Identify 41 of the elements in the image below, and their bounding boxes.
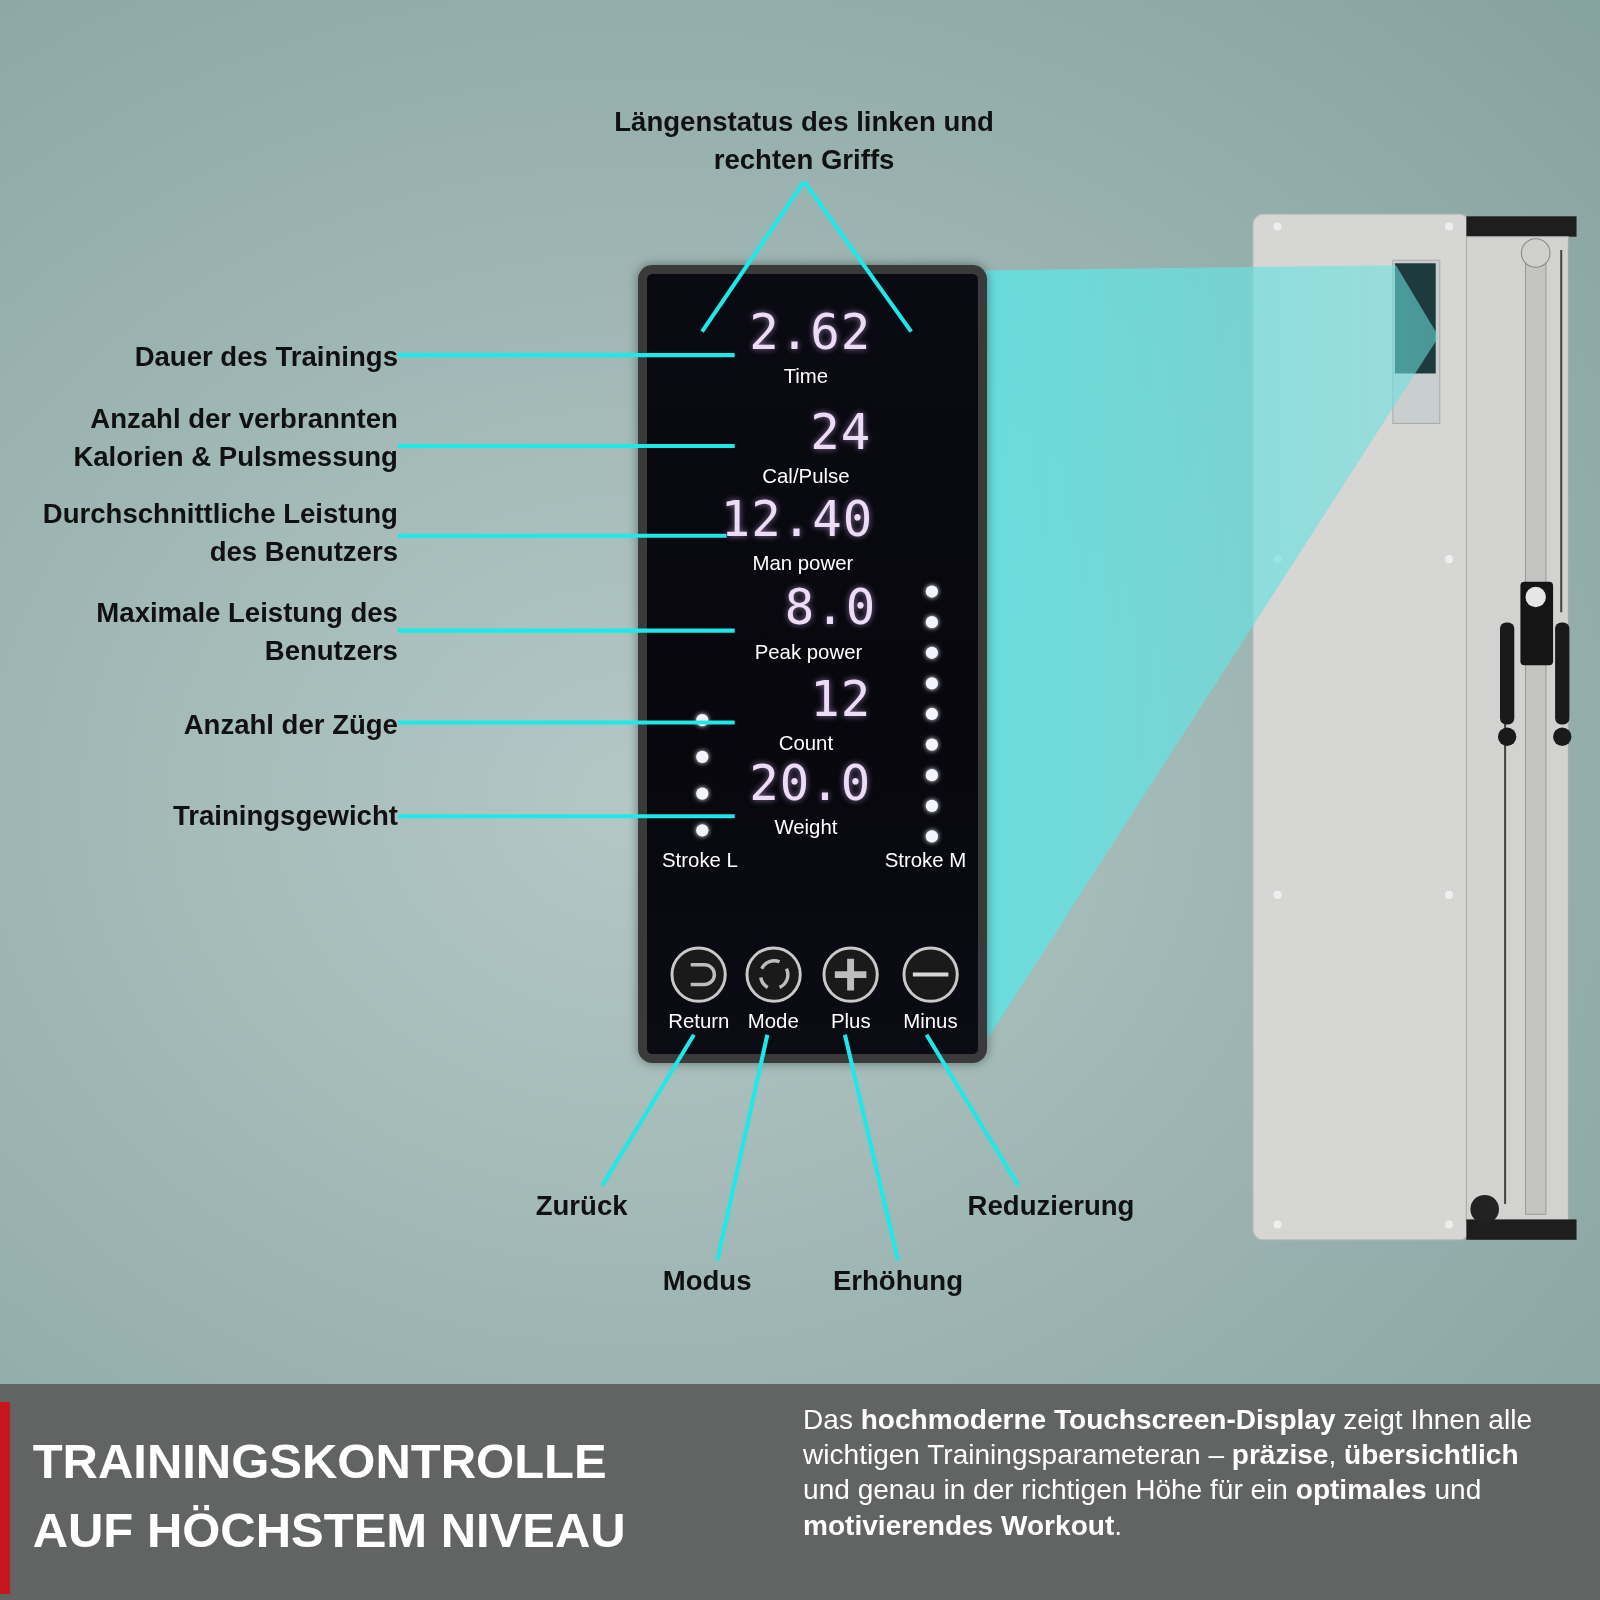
digit-readout: 24 (810, 405, 873, 459)
leader-line (397, 628, 735, 633)
readout-label: Man power (752, 550, 854, 576)
callout-label: Längenstatus des linken und rechten Griffs (610, 100, 998, 182)
callout-label: Zurück (510, 1185, 654, 1227)
button-label: Return (668, 1008, 730, 1034)
button-label: Minus (903, 1008, 958, 1034)
callout-label: Dauer des Trainings (40, 336, 398, 378)
digit-readout: 12 (810, 673, 873, 727)
leader-line (397, 353, 735, 358)
callout-label: Anzahl der verbrannten Kalorien & Pulsmessung (8, 397, 398, 478)
readout-label: Weight (774, 815, 838, 841)
digit-readout: 2.62 (749, 305, 873, 359)
button-label: Plus (831, 1008, 871, 1034)
stroke-label: Stroke M (884, 847, 967, 873)
callout-label: Maximale Leistung des Benutzers (71, 591, 398, 672)
footer-title: TRAININGSKONTROLLE AUF HÖCHSTEM NIVEAU (32, 1432, 627, 1559)
callout-label: Erhöhung (811, 1260, 985, 1301)
readout-label: Peak power (754, 639, 863, 665)
callout-label: Durchschnittliche Leistung des Benutzers (40, 492, 398, 573)
button-label: Mode (747, 1008, 799, 1034)
callout-label: Anzahl der Züge (40, 704, 398, 745)
digit-readout: 8.0 (784, 581, 878, 635)
callout-label: Reduzierung (943, 1185, 1159, 1227)
touchscreen-display (637, 265, 987, 1064)
digit-readout: 20.0 (749, 756, 873, 810)
stroke-label: Stroke L (661, 847, 739, 873)
callout-label: Trainingsgewicht (40, 795, 398, 837)
leader-line (802, 180, 913, 333)
leader-line (397, 443, 735, 448)
leader-line (600, 1033, 696, 1187)
leader-line (397, 814, 735, 819)
leader-line (397, 720, 735, 725)
callout-label: Modus (642, 1260, 772, 1301)
readout-label: Cal/Pulse (762, 464, 850, 490)
readout-label: Count (778, 731, 834, 757)
leader-line (924, 1033, 1021, 1187)
digit-readout: 12.40 (720, 492, 875, 546)
footer-description: Das hochmoderne Touchscreen-Display zeigt Ihnen alle wichtigen Trainingsparameteran – präzise, übersichtlich und genau in der richtigen Höhe für ein optimales und motivierendes Workout. (803, 1403, 1533, 1543)
readout-label: Time (783, 364, 829, 390)
leader-line (700, 180, 806, 333)
